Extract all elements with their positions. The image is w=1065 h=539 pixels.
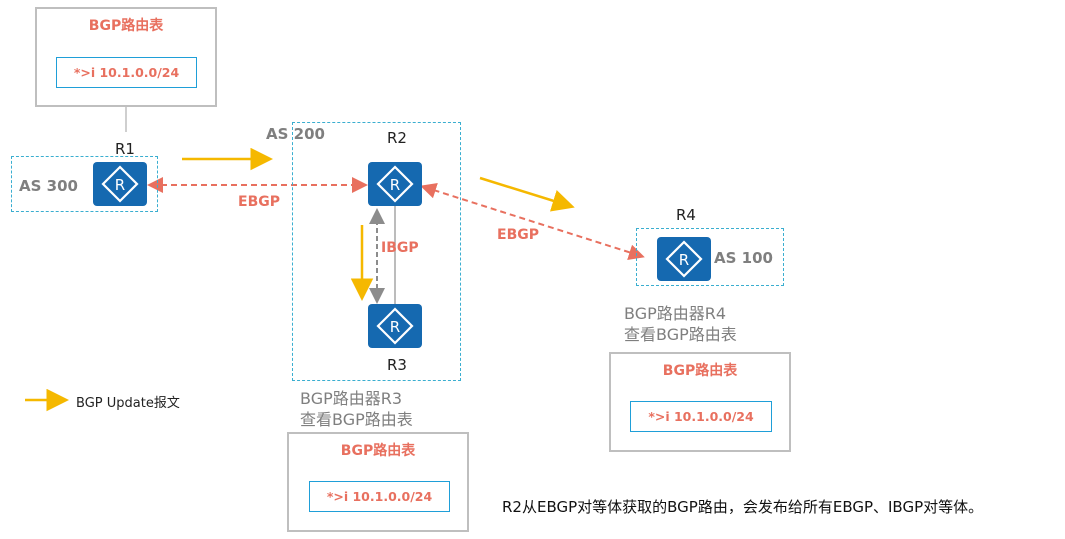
r3-caption: BGP路由器R3 查看BGP路由表	[300, 388, 413, 430]
r3-caption-line2: 查看BGP路由表	[300, 410, 413, 429]
ibgp-r2-r3-label: IBGP	[381, 240, 419, 256]
legend-label: BGP Update报文	[76, 396, 180, 411]
svg-text:R: R	[390, 176, 400, 194]
as300-boundary	[11, 156, 158, 212]
r4-table-entry: *>i 10.1.0.0/24	[630, 401, 772, 432]
r4-caption: BGP路由器R4 查看BGP路由表	[624, 303, 737, 345]
r1-name: R1	[115, 140, 135, 158]
as200-label: AS 200	[266, 125, 325, 143]
r3-table-entry: *>i 10.1.0.0/24	[309, 481, 450, 512]
explanation-note: R2从EBGP对等体获取的BGP路由，会发布给所有EBGP、IBGP对等体。	[502, 498, 984, 516]
r3-name: R3	[387, 356, 407, 374]
r4-bgp-table: BGP路由表 *>i 10.1.0.0/24	[609, 352, 791, 452]
r4-caption-line1: BGP路由器R4	[624, 304, 727, 323]
svg-text:R: R	[115, 176, 125, 194]
r1-table-title: BGP路由表	[88, 18, 164, 34]
router-r1-icon[interactable]: R	[93, 162, 147, 206]
r3-table-title: BGP路由表	[340, 443, 416, 459]
as100-label: AS 100	[714, 249, 773, 267]
as100-boundary	[636, 228, 784, 286]
as200-boundary	[292, 122, 461, 381]
r4-name: R4	[676, 206, 696, 224]
ebgp-r1-r2-label: EBGP	[238, 194, 280, 210]
r3-bgp-table: BGP路由表 *>i 10.1.0.0/24	[287, 432, 469, 532]
r1-bgp-table: BGP路由表 *>i 10.1.0.0/24	[35, 7, 217, 107]
svg-text:R: R	[679, 251, 689, 269]
svg-text:R: R	[390, 318, 400, 336]
as300-label: AS 300	[19, 177, 78, 195]
ebgp-r2-r4-link	[420, 183, 645, 260]
r3-caption-line1: BGP路由器R3	[300, 389, 403, 408]
ebgp-r2-r4-label: EBGP	[497, 227, 539, 243]
r4-caption-line2: 查看BGP路由表	[624, 325, 737, 344]
router-r2-icon[interactable]: R	[368, 162, 422, 206]
router-r4-icon[interactable]: R	[657, 237, 711, 281]
update-arrow-r2-r4	[479, 176, 575, 212]
r4-table-title: BGP路由表	[662, 363, 738, 379]
r1-table-entry: *>i 10.1.0.0/24	[56, 57, 197, 88]
router-r3-icon[interactable]: R	[368, 304, 422, 348]
r2-name: R2	[387, 129, 407, 147]
